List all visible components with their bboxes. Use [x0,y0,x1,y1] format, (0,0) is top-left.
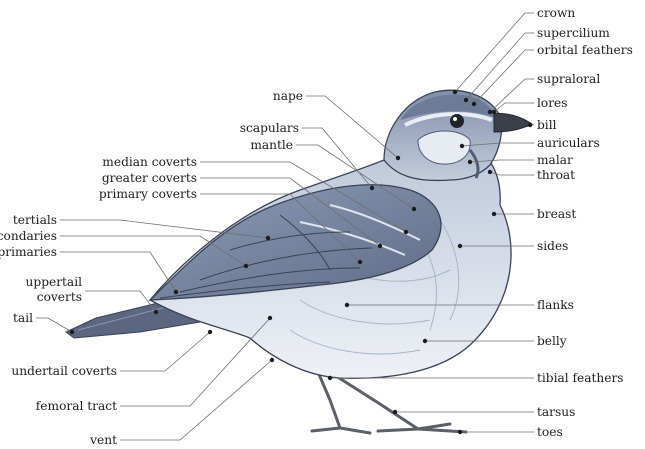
label-tail: tail [13,311,33,325]
label-breast: breast [537,207,576,221]
label-greater-coverts: greater coverts [102,171,197,185]
bill-shape [494,113,532,132]
label-primary-coverts: primary coverts [99,187,197,201]
label-scapulars: scapulars [240,121,299,135]
legs [312,372,466,433]
label-vent: vent [89,433,117,447]
label-uppertail-coverts-line2: coverts [37,290,82,304]
label-mantle: mantle [250,138,293,152]
label-supraloral: supraloral [537,72,600,86]
bird-illustration [66,90,532,433]
eye-icon [450,114,464,128]
label-tibial-feathers: tibial feathers [537,371,624,385]
label-lores: lores [537,96,568,110]
label-belly: belly [537,334,567,348]
label-primaries: primaries [0,245,57,259]
label-uppertail-coverts-line1: uppertail [26,275,83,289]
label-supercilium: supercilium [537,26,610,40]
label-secondaries: secondaries [0,229,57,243]
label-flanks: flanks [537,298,574,312]
label-crown: crown [537,6,575,20]
label-femoral-tract: femoral tract [36,399,117,413]
label-undertail-coverts: undertail coverts [11,364,117,378]
label-throat: throat [537,168,575,182]
label-orbital-feathers: orbital feathers [537,43,633,57]
label-bill: bill [537,118,557,132]
labels-right: crown supercilium orbital feathers supra… [537,6,633,439]
label-median-coverts: median coverts [102,155,197,169]
label-sides: sides [537,239,568,253]
label-tertials: tertials [13,213,57,227]
label-auriculars: auriculars [537,136,600,150]
label-nape: nape [273,89,303,103]
label-malar: malar [537,153,573,167]
label-tarsus: tarsus [537,405,575,419]
label-toes: toes [537,425,563,439]
